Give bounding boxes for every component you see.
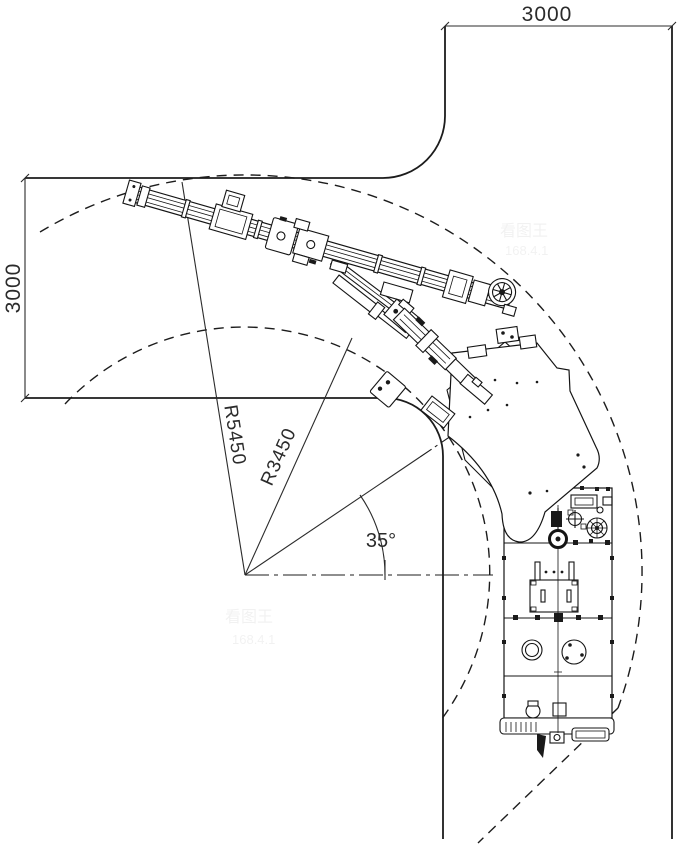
inner-radius-line xyxy=(244,337,353,576)
outer-swept-arc xyxy=(39,174,643,709)
inner-radius-label: R3450 xyxy=(257,425,301,489)
boom-bracket-plate xyxy=(369,371,406,408)
turning-annotations: R5450 R3450 35° xyxy=(181,181,493,580)
watermark-lower: 看图王 168.4.1 xyxy=(225,608,275,647)
dimension-tick xyxy=(440,21,677,31)
inner-swept-arc xyxy=(64,326,491,721)
tow-hitch xyxy=(571,727,610,742)
inner-corner-wall xyxy=(25,26,446,179)
svg-text:168.4.1: 168.4.1 xyxy=(232,632,275,647)
frame-top-plates xyxy=(466,325,538,359)
rear-spike xyxy=(537,734,546,758)
svg-text:看图王: 看图王 xyxy=(225,608,273,626)
frame-edge-bracket xyxy=(420,395,456,429)
top-dimension: 3000 xyxy=(440,3,677,31)
boom-tail-segment xyxy=(459,373,494,405)
center-box xyxy=(552,702,567,717)
rear-box xyxy=(549,731,565,744)
canopy-rivets xyxy=(468,378,586,495)
watermark-upper: 看图王 168.4.1 xyxy=(500,222,548,258)
left-dimension-label: 3000 xyxy=(2,263,25,314)
outer-radius-line xyxy=(181,181,246,576)
feed-carriage xyxy=(208,189,254,241)
feed-rear-mount xyxy=(441,269,492,307)
svg-text:168.4.1: 168.4.1 xyxy=(505,243,548,258)
angle-line-extension xyxy=(419,435,452,458)
rig-boom xyxy=(329,257,538,429)
svg-text:看图王: 看图王 xyxy=(500,222,548,240)
engine-bay-parts xyxy=(551,494,613,539)
engine-cover xyxy=(529,561,579,613)
rock-drill xyxy=(264,216,330,266)
steering-angle-label: 35° xyxy=(366,530,396,552)
cable-reel xyxy=(488,278,517,307)
feed-cradle xyxy=(379,281,414,304)
drill-feed-beam xyxy=(122,179,518,317)
boom-cylinder xyxy=(332,274,412,340)
top-dimension-label: 3000 xyxy=(522,3,573,26)
angle-line-35 xyxy=(244,456,421,576)
left-dimension: 3000 xyxy=(2,173,30,403)
tank-ports xyxy=(521,639,587,665)
swept-path-envelope xyxy=(39,174,643,844)
outer-swept-tail xyxy=(477,707,619,844)
outer-radius-label: R5450 xyxy=(219,403,249,467)
dimension-tick xyxy=(20,173,30,403)
